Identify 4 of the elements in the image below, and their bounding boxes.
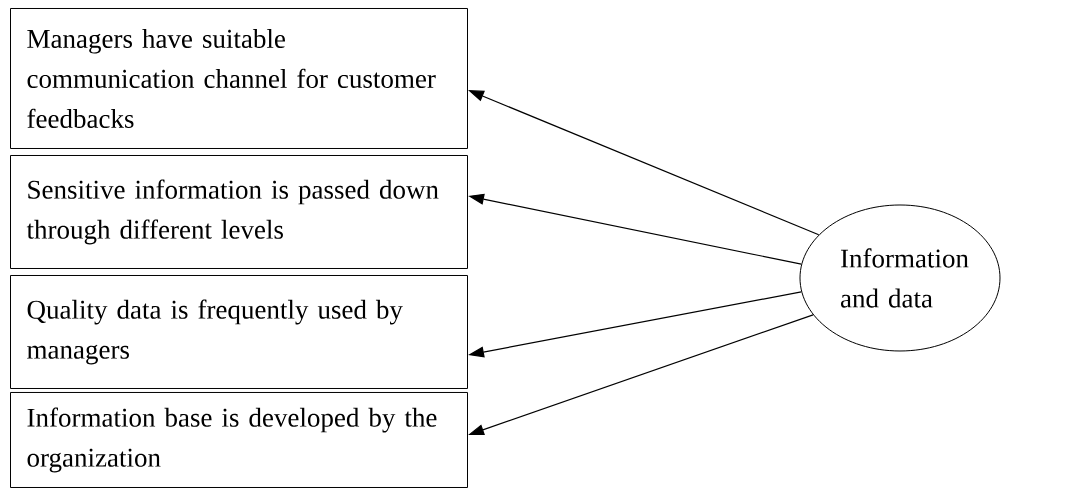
text-box: Quality data is frequently used by managers xyxy=(10,275,468,389)
text-box: Information base is developed by the organization xyxy=(10,392,468,488)
text-box: Managers have suitable communication channel for customer feedbacks xyxy=(10,8,468,149)
text-box: Sensitive information is passed down through different levels xyxy=(10,155,468,269)
